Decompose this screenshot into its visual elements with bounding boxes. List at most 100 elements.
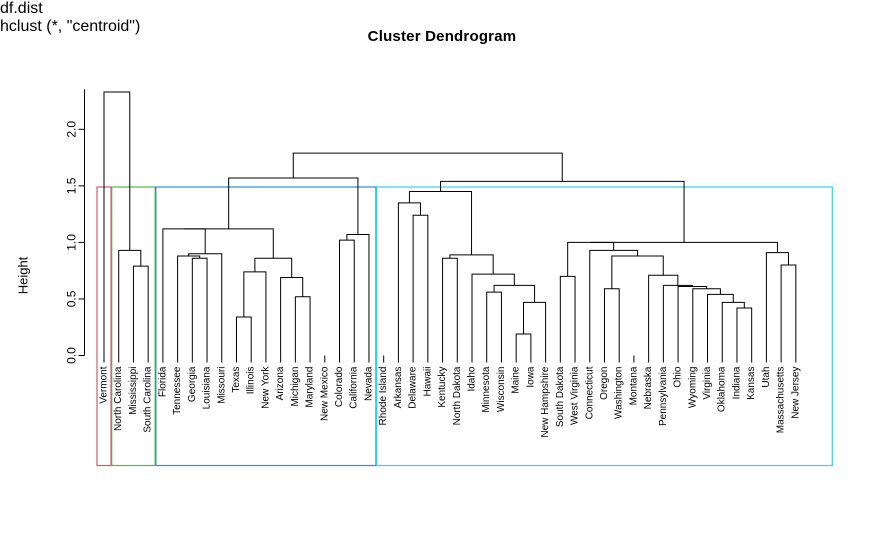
leaf-label: Kansas <box>746 367 757 400</box>
leaf-label: Mississippi <box>128 367 139 415</box>
dendrogram-branch <box>442 257 458 356</box>
leaf-label: Michigan <box>290 367 301 407</box>
leaf-label: Indiana <box>731 366 742 399</box>
leaf-label: California <box>349 366 360 409</box>
leaf-label: Kentucky <box>437 367 448 408</box>
dendrogram-branch <box>228 177 359 235</box>
dendrogram-branch <box>707 293 734 356</box>
leaf-label: Massachusetts <box>776 367 787 434</box>
dendrogram-branch <box>523 301 547 356</box>
y-axis-tick-label: 1.5 <box>65 177 79 194</box>
dendrogram-branch <box>280 276 304 356</box>
leaf-label: New Hampshire <box>540 366 551 438</box>
leaf-label: Iowa <box>525 366 536 388</box>
dendrogram-branch <box>103 91 131 356</box>
leaf-label: Tennessee <box>172 366 183 415</box>
leaf-label: Maryland <box>305 367 316 408</box>
dendrogram-branch <box>235 316 252 356</box>
leaf-label: South Carolina <box>143 366 154 433</box>
dendrogram-branch <box>439 180 685 243</box>
dendrogram-branch <box>339 239 355 356</box>
dendrogram-branch <box>559 275 576 356</box>
dendrogram-branch <box>188 253 223 356</box>
leaf-label: New Mexico <box>319 366 330 421</box>
leaf-label: West Virginia <box>570 366 581 425</box>
dendrogram-branch <box>408 191 473 255</box>
dendrogram-branch <box>191 257 208 356</box>
leaf-label: New York <box>260 366 271 409</box>
leaf-label: Oregon <box>599 367 610 400</box>
dendrogram-branch <box>486 291 502 356</box>
leaf-label: Vermont <box>99 366 110 403</box>
leaf-label: Washington <box>614 367 625 419</box>
dendrogram-branch <box>721 301 745 356</box>
dendrogram-branch <box>294 296 311 356</box>
dendrogram-branch <box>162 228 206 356</box>
dendrogram-branch <box>611 255 664 289</box>
leaf-label: Oklahoma <box>717 366 728 412</box>
dendrogram-branch <box>589 249 639 356</box>
leaf-ticks <box>103 355 797 363</box>
cluster-box <box>111 186 156 467</box>
leaf-label: North Carolina <box>113 366 124 431</box>
dendrogram-branch <box>184 228 274 259</box>
leaf-label: Missouri <box>216 367 227 404</box>
dendrogram-branch <box>603 288 620 356</box>
leaf-label: North Dakota <box>452 366 463 425</box>
leaf-label: Idaho <box>467 366 478 391</box>
leaf-label: Colorado <box>334 366 345 407</box>
leaf-label: Arizona <box>275 366 286 400</box>
dendrogram-branch <box>177 255 201 356</box>
dendrogram-branch <box>132 265 149 356</box>
leaf-label: Ohio <box>673 366 684 388</box>
cluster-box <box>376 186 833 467</box>
leaf-label: Maine <box>511 366 522 394</box>
leaf-label: New Jersey <box>790 367 801 419</box>
dendrogram-branch <box>471 273 515 356</box>
leaf-label: Nebraska <box>643 366 654 409</box>
dendrogram-branch <box>243 271 267 356</box>
y-axis-tick-label: 2.0 <box>65 121 79 138</box>
leaf-label: Arkansas <box>393 367 404 409</box>
leaf-label: Minnesota <box>481 366 492 413</box>
leaf-label: Louisiana <box>202 366 213 409</box>
dendrogram-tree <box>103 91 797 356</box>
leaf-label: Delaware <box>408 366 419 409</box>
dendrogram-branch <box>692 288 721 356</box>
leaf-label: Illinois <box>246 367 257 395</box>
dendrogram-branch <box>254 257 293 278</box>
dendrogram-branch <box>515 333 532 356</box>
dendrogram-branch <box>346 233 370 356</box>
leaf-label: Montana <box>628 366 639 405</box>
dendrogram-branch <box>449 254 494 275</box>
leaf-label: Rhode Island <box>378 367 389 426</box>
leaf-label: Nevada <box>363 366 374 401</box>
dendrogram-branch <box>412 214 429 356</box>
dendrogram-branch <box>590 241 778 253</box>
dendrogram-branch <box>765 252 789 356</box>
leaf-label: South Dakota <box>555 366 566 427</box>
y-axis-tick-label: 1.0 <box>65 234 79 251</box>
leaf-label: Wisconsin <box>496 367 507 413</box>
dendrogram-branch <box>292 152 563 182</box>
leaf-label: Wyoming <box>687 367 698 409</box>
y-axis-tick-label: 0.5 <box>65 290 79 307</box>
dendrogram-branch <box>397 202 421 356</box>
leaf-label: Virginia <box>702 366 713 400</box>
caption-dataset: df.dist <box>0 0 43 17</box>
caption-method: hclust (*, "centroid") <box>0 18 141 35</box>
leaf-label: Utah <box>761 367 772 388</box>
y-axis-tick-label: 0.0 <box>65 347 79 364</box>
leaf-label: Hawaii <box>422 367 433 397</box>
page-title: Cluster Dendrogram <box>367 28 517 45</box>
leaf-label: Connecticut <box>584 366 595 419</box>
dendrogram-branch <box>567 241 615 277</box>
leaf-label: Texas <box>231 367 242 393</box>
dendrogram-branch <box>736 307 753 356</box>
leaf-label: Georgia <box>187 366 198 402</box>
leaf-label: Pennsylvania <box>658 366 669 426</box>
dendrogram-branch <box>493 284 536 303</box>
